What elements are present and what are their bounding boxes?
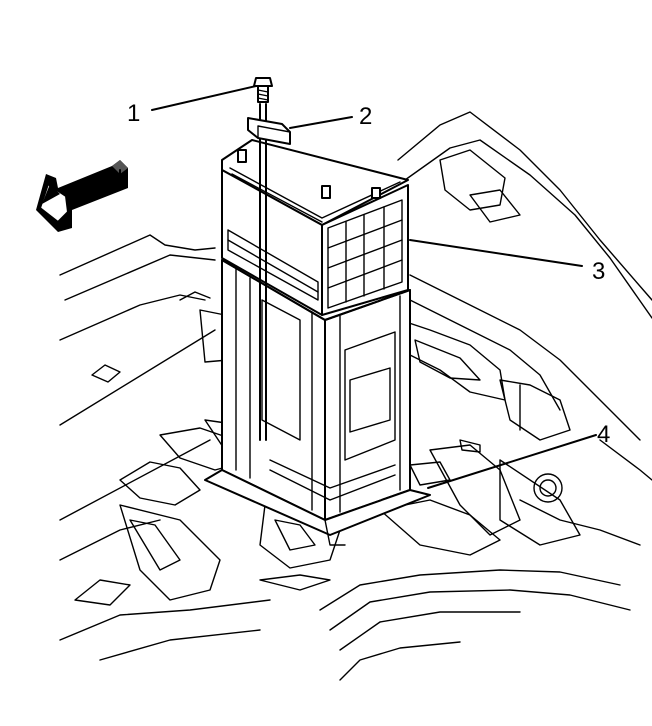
callout-2: 2 [359, 103, 372, 130]
battery-tray [204, 259, 431, 546]
front-arrow-icon [36, 160, 128, 232]
callout-3: 3 [592, 258, 605, 285]
callout-1: 1 [127, 100, 140, 127]
callout-leaders [151, 85, 597, 489]
hold-down-retainer [247, 117, 291, 145]
hold-down-bolt [253, 77, 273, 441]
battery [221, 139, 409, 316]
callout-4: 4 [597, 421, 610, 448]
vehicle-body-structure [369, 111, 652, 546]
floor-panel [59, 234, 631, 681]
